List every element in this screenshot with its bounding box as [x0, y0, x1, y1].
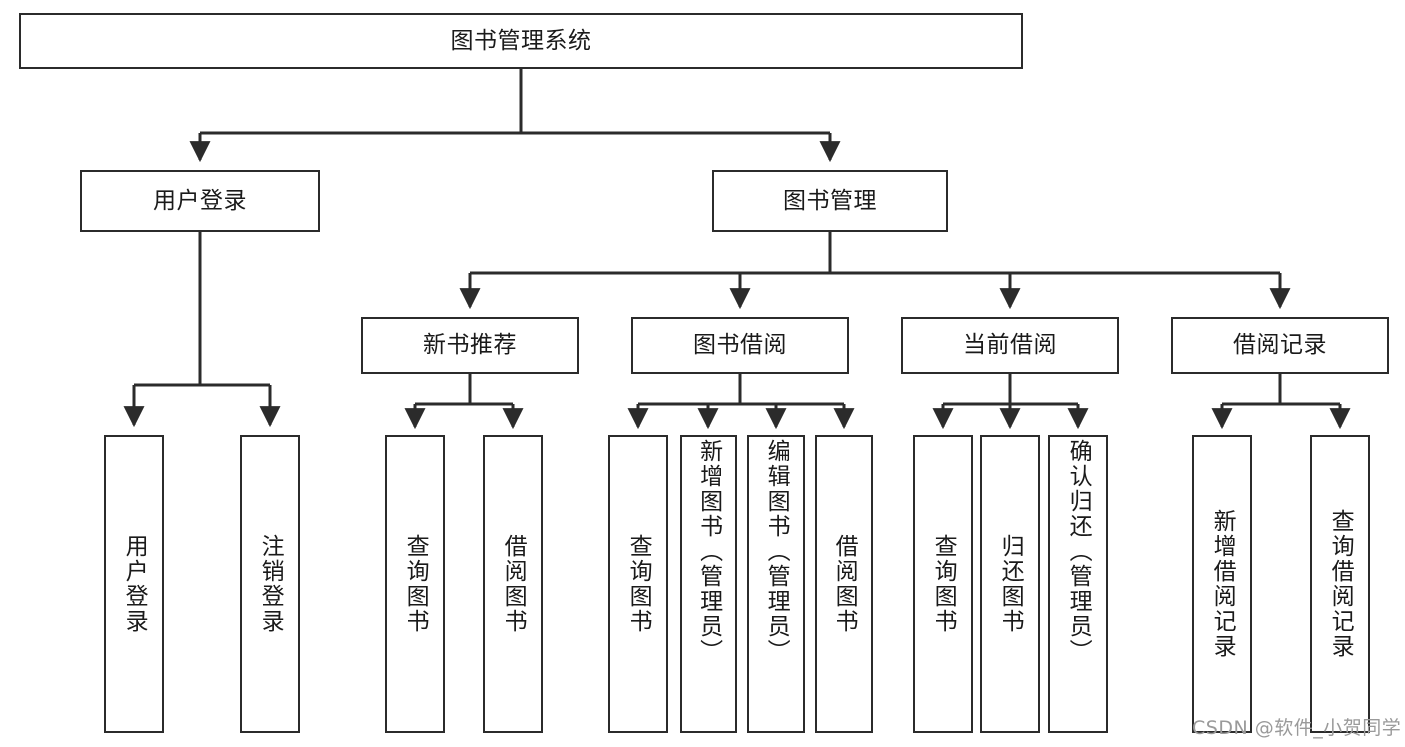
csdn-watermark: CSDN @软件_小贺同学	[1192, 717, 1402, 739]
leaf-edit-book-admin[interactable]: 编辑图书（管理员）	[747, 435, 805, 733]
leaf-add-book-admin[interactable]: 新增图书（管理员）	[680, 435, 737, 733]
leaf-query-borrow-record[interactable]: 查询借阅记录	[1310, 435, 1370, 733]
node-new-book-recommend-label: 新书推荐	[423, 332, 517, 359]
node-new-book-recommend[interactable]: 新书推荐	[361, 317, 579, 374]
node-borrow-record[interactable]: 借阅记录	[1171, 317, 1389, 374]
node-current-borrow[interactable]: 当前借阅	[901, 317, 1119, 374]
leaf-query-book-recommend-label: 查询图书	[402, 534, 429, 634]
leaf-return-book[interactable]: 归还图书	[980, 435, 1040, 733]
leaf-add-book-admin-label: 新增图书（管理员）	[695, 439, 722, 664]
leaf-add-borrow-record-label: 新增借阅记录	[1209, 509, 1236, 659]
leaf-borrow-book-label: 借阅图书	[831, 534, 858, 634]
leaf-return-book-label: 归还图书	[997, 534, 1024, 634]
leaf-borrow-book-recommend-label: 借阅图书	[500, 534, 527, 634]
leaf-edit-book-admin-label: 编辑图书（管理员）	[763, 439, 790, 664]
leaf-logout-label: 注销登录	[257, 534, 284, 634]
node-root-system-label: 图书管理系统	[450, 27, 592, 54]
leaf-query-book-current[interactable]: 查询图书	[913, 435, 973, 733]
node-current-borrow-label: 当前借阅	[963, 332, 1057, 359]
leaf-borrow-book-recommend[interactable]: 借阅图书	[483, 435, 543, 733]
node-user-login[interactable]: 用户登录	[80, 170, 320, 232]
leaf-query-book-recommend[interactable]: 查询图书	[385, 435, 445, 733]
leaf-confirm-return-admin[interactable]: 确认归还（管理员）	[1048, 435, 1108, 733]
leaf-borrow-book[interactable]: 借阅图书	[815, 435, 873, 733]
node-book-management-label: 图书管理	[783, 187, 877, 214]
leaf-user-login[interactable]: 用户登录	[104, 435, 164, 733]
leaf-logout[interactable]: 注销登录	[240, 435, 300, 733]
leaf-add-borrow-record[interactable]: 新增借阅记录	[1192, 435, 1252, 733]
node-root-system[interactable]: 图书管理系统	[19, 13, 1023, 69]
leaf-query-borrow-record-label: 查询借阅记录	[1327, 509, 1354, 659]
node-borrow-record-label: 借阅记录	[1233, 332, 1327, 359]
leaf-query-book-borrow-label: 查询图书	[625, 534, 652, 634]
leaf-confirm-return-admin-label: 确认归还（管理员）	[1065, 439, 1092, 664]
node-book-borrow-label: 图书借阅	[693, 332, 787, 359]
node-book-management[interactable]: 图书管理	[712, 170, 948, 232]
node-user-login-label: 用户登录	[153, 187, 247, 214]
leaf-user-login-label: 用户登录	[121, 534, 148, 634]
leaf-query-book-current-label: 查询图书	[930, 534, 957, 634]
leaf-query-book-borrow[interactable]: 查询图书	[608, 435, 668, 733]
node-book-borrow[interactable]: 图书借阅	[631, 317, 849, 374]
